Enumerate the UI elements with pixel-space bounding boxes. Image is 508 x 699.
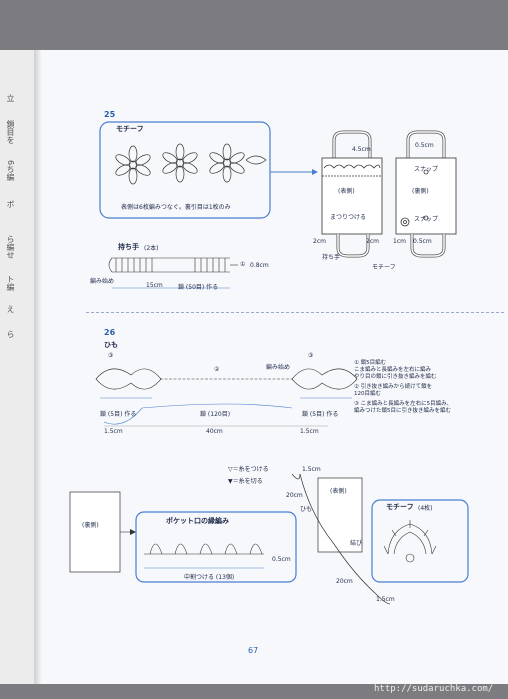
motif-fan-count: (4枚) — [418, 505, 433, 512]
row-mark: ② — [214, 366, 220, 373]
page-number: 67 — [248, 646, 259, 655]
dim-label: 20cm — [286, 492, 303, 499]
row-mark: ③ — [308, 352, 314, 359]
handle-count: (2本) — [144, 245, 159, 252]
handle-title: 持ち手 — [118, 243, 139, 251]
motif-fan-box — [371, 499, 469, 583]
cord-title: ひも — [104, 341, 118, 349]
dim-label: 0.5cm — [272, 556, 291, 563]
instruction-1: ① 鎖5目編む こま編みと長編みを左右に編み やり目の鎖に引き抜き編みを編む — [354, 360, 437, 380]
gutter-text: 6ち編 — [6, 160, 15, 182]
dim-label: 2cm — [366, 238, 379, 245]
motif-label: モチーフ — [372, 264, 396, 271]
gutter-text: ら — [6, 330, 15, 338]
back-label: (裏側) — [82, 522, 99, 529]
dim-label: 0.8cm — [250, 262, 269, 269]
dim-label: 1.5cm — [302, 466, 321, 473]
dim-label: 20cm — [336, 578, 353, 585]
motif-caption: 表側は6枚編みつなぐ。裏引目は1枚のみ — [121, 204, 231, 211]
pocket-edge-title: ポケット口の縁編み — [166, 517, 229, 525]
bag-front-label: (表側) — [338, 188, 355, 195]
chain-label: 鎖 (5目) 作る — [302, 411, 339, 418]
flower-motif-chain — [115, 143, 267, 185]
dim-label: 0.5cm — [415, 142, 434, 149]
snap-label: スナップ — [414, 166, 439, 173]
pocket-back-panel — [69, 491, 121, 573]
cord-diagram — [95, 368, 358, 427]
gutter-text: ト編 — [6, 275, 15, 291]
sew-label: まつりつける — [330, 214, 367, 221]
motif-fan-title: モチーフ — [386, 503, 414, 511]
row-mark: ① — [240, 261, 246, 268]
row-mark: ③ — [108, 352, 114, 359]
dim-label: 2cm — [313, 238, 326, 245]
dim-label: 40cm — [206, 428, 223, 435]
gutter-text: 鎖目を — [6, 120, 15, 144]
section-26-number: 26 — [104, 328, 116, 337]
fan-motif — [383, 520, 437, 563]
legend-cut: ▼＝糸を切る — [228, 478, 263, 485]
dim-label: 1.5cm — [300, 428, 319, 435]
section-divider — [86, 312, 504, 313]
gutter-text: ら編せ — [6, 235, 15, 259]
front-label: (表側) — [330, 488, 347, 495]
knot-label: 結び — [350, 540, 363, 547]
page-binding-shadow — [34, 50, 42, 684]
gutter-text: ボ — [6, 200, 15, 208]
motif-box — [99, 121, 271, 219]
snap-label: スナップ — [414, 216, 439, 223]
pocket-edge-box — [135, 511, 297, 583]
handle-chain-diagram — [108, 257, 238, 289]
pocket-start-label: 中割つける (13個) — [184, 574, 235, 581]
chain-label: 鎖 (120目) — [200, 411, 231, 418]
section-25-number: 25 — [104, 110, 116, 119]
right-page — [40, 50, 508, 684]
instruction-2: ② 引き抜き編みから続けて鎖を 120目編む — [354, 384, 433, 397]
dim-label: 1.5cm — [104, 428, 123, 435]
legend-attach: ▽＝糸をつける — [228, 466, 269, 473]
cord-with-bag — [291, 473, 391, 605]
dim-label: 0.5cm — [413, 238, 432, 245]
dim-label: 1.5cm — [376, 596, 395, 603]
gutter-text: 立 — [6, 94, 15, 102]
watermark: http://sudaruchka.com/ — [374, 684, 494, 694]
gutter-text: え — [6, 305, 15, 313]
left-page-gutter: 立 鎖目を 6ち編 ボ ら編せ ト編 え ら — [0, 50, 40, 684]
chain-label: 鎖 (50目) 作る — [178, 284, 219, 291]
dim-label: 1cm — [393, 238, 406, 245]
dim-label: 15cm — [146, 282, 163, 289]
start-label: 編み始め — [266, 364, 291, 371]
chain-label: 鎖 (5目) 作る — [100, 411, 137, 418]
start-label: 編み始め — [90, 278, 115, 285]
bag-front-diagram — [321, 130, 383, 258]
bag-back-diagram — [395, 130, 457, 258]
handle-label: 持ち手 — [322, 254, 341, 261]
bag-back-label: (裏側) — [412, 188, 429, 195]
instruction-3: ③ こま編みと長編みを左右に5目編み、 編みつけた鎖5目に引き抜き編みを編む — [354, 401, 453, 414]
cord-label: ひも — [300, 506, 313, 513]
cord-instructions: ① 鎖5目編む こま編みと長編みを左右に編み やり目の鎖に引き抜き編みを編む ②… — [354, 360, 464, 418]
pocket-edge-scallops — [144, 543, 264, 569]
dim-label: 4.5cm — [352, 146, 371, 153]
motif-title: モチーフ — [116, 125, 144, 133]
